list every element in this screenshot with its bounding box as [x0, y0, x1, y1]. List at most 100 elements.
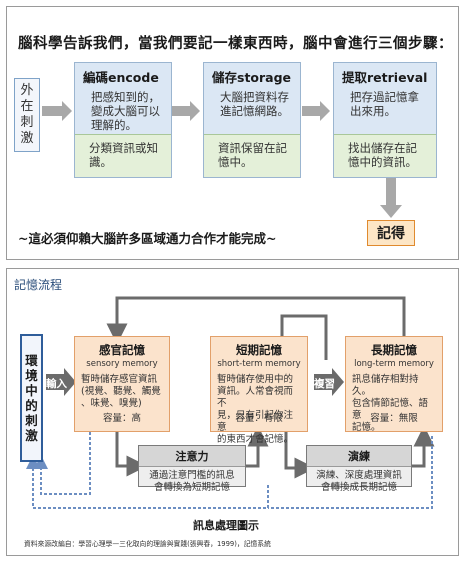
stage-encode-bottom-line: 識。 [89, 155, 112, 169]
environment-char: 刺 [25, 413, 38, 428]
stage-storage: 儲存storage 大腦把資料存 進記憶網路。 資訊保留在記 憶中。 [203, 62, 301, 178]
external-stimulus-char: 外 [20, 83, 34, 98]
long-term-memory-box: 長期記憶 long-term memory 訊息儲存相對持久。 包含情節記憶、語… [345, 336, 443, 434]
sensory-memory-desc-line: 、味覺、嗅覺) [81, 398, 142, 409]
long-term-memory-desc-line: 包含情節記憶、語意 [352, 398, 429, 421]
loop-longterm-to-sensory [106, 296, 406, 345]
stage-encode-desc-line: 變成大腦可以 [91, 104, 160, 118]
external-stimulus-box: 外 在 刺 激 [14, 78, 40, 152]
stage-retrieval-desc: 把存過記憶拿 出來用。 [334, 88, 436, 118]
environment-char: 激 [25, 428, 38, 443]
short-term-memory-capacity: 容量：有限 [235, 413, 283, 424]
short-term-memory-desc-line: 暫時儲存使用中的 [217, 374, 294, 385]
stage-encode-desc-line: 把感知到的， [91, 90, 160, 104]
stage-encode-desc: 把感知到的， 變成大腦可以 理解的。 [75, 88, 171, 132]
stage-storage-desc-line: 大腦把資料存 [220, 90, 289, 104]
diagram-caption: 訊息處理圖示 [193, 519, 259, 532]
dotted-feedback-longterm [268, 436, 433, 509]
environment-char: 的 [25, 398, 38, 413]
arrow-storage-to-retrieval [302, 101, 330, 121]
stage-encode-desc-line: 理解的。 [91, 118, 137, 132]
rehearse-arrow [314, 368, 344, 396]
stage-storage-top: 儲存storage 大腦把資料存 進記憶網路。 [204, 63, 300, 137]
rehearsal-desc-line: 演練、深度處理資訊 [316, 470, 402, 481]
sensory-memory-desc-line: (視覺、聽覺、觸覺 [81, 386, 161, 397]
short-term-memory-desc: 暫時儲存使用中的 資訊。人常會視而不 見，只有引起你注意 的東西才會記憶。 [211, 374, 307, 446]
rehearsal-title: 演練 [307, 446, 411, 467]
collaboration-note: ~這必須仰賴大腦許多區域通力合作才能完成~ [18, 231, 277, 246]
stage-retrieval-top: 提取retrieval 把存過記憶拿 出來用。 [334, 63, 436, 137]
rehearse-label: 複習 [314, 378, 335, 390]
stage-retrieval-bottom-desc: 找出儲存在記 憶中的資訊。 [334, 135, 436, 169]
long-term-memory-capacity: 容量：無限 [370, 413, 418, 424]
short-term-memory-subtitle: short-term memory [217, 359, 301, 369]
arrow-retrieval-to-remember [380, 178, 402, 218]
dotted-feedback-shortterm [26, 455, 269, 509]
stage-encode-top: 編碼encode 把感知到的， 變成大腦可以 理解的。 [75, 63, 171, 137]
arrow-rehearse-to-longterm [412, 425, 435, 468]
arrow-attention-to-shortterm [246, 425, 269, 468]
environment-stimulus-box: 環 境 中 的 刺 激 [20, 334, 43, 462]
stage-storage-title: 儲存storage [212, 70, 292, 85]
stage-encode-bottom: 分類資訊或知 識。 [75, 134, 171, 177]
dotted-feedback-sensory [34, 432, 91, 495]
stage-encode-bottom-line: 分類資訊或知 [89, 141, 158, 155]
stage-retrieval-bottom-line: 憶中的資訊。 [348, 155, 417, 169]
short-term-memory-box: 短期記憶 short-term memory 暫時儲存使用中的 資訊。人常會視而… [210, 336, 308, 445]
sensory-memory-capacity: 容量：高 [102, 413, 141, 424]
stage-storage-desc-line: 進記憶網路。 [220, 104, 289, 118]
external-stimulus-char: 激 [20, 131, 34, 146]
arrow-encode-to-storage [172, 101, 200, 121]
long-term-memory-desc-line: 記憶。 [352, 422, 381, 433]
stage-retrieval-bottom-line: 找出儲存在記 [348, 141, 417, 155]
remember-result-box: 記得 [367, 220, 415, 246]
short-term-memory-desc-line: 的東西才會記憶。 [217, 434, 294, 445]
long-term-memory-subtitle: long-term memory [354, 359, 434, 369]
stage-retrieval-title: 提取retrieval [342, 70, 428, 85]
attention-desc-line: 會轉換為短期記憶 [153, 482, 230, 493]
attention-title: 注意力 [139, 446, 245, 467]
arrow-stimulus-to-encode [42, 101, 72, 121]
stage-storage-bottom: 資訊保留在記 憶中。 [204, 134, 300, 177]
input-label: 輸入 [46, 378, 67, 390]
long-term-memory-desc: 訊息儲存相對持久。 包含情節記憶、語意 記憶。 [346, 374, 442, 434]
long-term-memory-title: 長期記憶 [371, 343, 417, 357]
sensory-memory-desc: 暫時儲存感官資訊 (視覺、聽覺、觸覺 、味覺、嗅覺) [75, 374, 169, 410]
sensory-memory-title: 感官記憶 [99, 343, 145, 357]
external-stimulus-char: 在 [20, 99, 34, 114]
arrow-shortterm-to-rehearse [284, 432, 316, 479]
rehearsal-desc-line: 會轉換成長期記憶 [320, 482, 397, 493]
stage-retrieval-desc-line: 把存過記憶拿 [350, 90, 419, 104]
stage-encode-bottom-desc: 分類資訊或知 識。 [75, 135, 171, 169]
attention-desc-line: 通過注意門檻的訊息 [149, 470, 235, 481]
sensory-memory-box: 感官記憶 sensory memory 暫時儲存感官資訊 (視覺、聽覺、觸覺 、… [74, 336, 170, 432]
stage-storage-bottom-line: 憶中。 [218, 155, 253, 169]
source-note: 資料來源改編自：學習心理學—三化取向的理論與實踐(張興春，1999)，記憶系統 [24, 540, 271, 548]
sensory-memory-subtitle: sensory memory [86, 359, 158, 369]
attention-box: 注意力 通過注意門檻的訊息 會轉換為短期記憶 [138, 445, 246, 493]
rehearsal-desc: 演練、深度處理資訊 會轉換成長期記憶 [307, 467, 411, 497]
loop-shortterm-top [280, 314, 328, 360]
stage-encode-title: 編碼encode [83, 70, 159, 85]
external-stimulus-char: 刺 [20, 115, 34, 130]
environment-char: 境 [25, 368, 38, 383]
stage-storage-bottom-desc: 資訊保留在記 憶中。 [204, 135, 300, 169]
stage-retrieval-desc-line: 出來用。 [350, 104, 396, 118]
stage-encode: 編碼encode 把感知到的， 變成大腦可以 理解的。 分類資訊或知 識。 [74, 62, 172, 178]
stage-storage-bottom-line: 資訊保留在記 [218, 141, 287, 155]
long-term-memory-desc-line: 訊息儲存相對持久。 [352, 374, 419, 397]
input-arrow [46, 368, 76, 396]
stage-storage-desc: 大腦把資料存 進記憶網路。 [204, 88, 300, 118]
sensory-memory-desc-line: 暫時儲存感官資訊 [81, 374, 158, 385]
arrow-sensory-to-attention [115, 432, 148, 477]
memory-steps-title: 腦科學告訴我們，當我們要記一樣東西時，腦中會進行三個步驟： [18, 36, 453, 52]
rehearsal-box: 演練 演練、深度處理資訊 會轉換成長期記憶 [306, 445, 412, 493]
short-term-memory-desc-line: 資訊。人常會視而不 [217, 386, 294, 409]
short-term-memory-title: 短期記憶 [236, 343, 282, 357]
short-term-memory-desc-line: 見，只有引起你注意 [217, 410, 294, 433]
stage-retrieval: 提取retrieval 把存過記憶拿 出來用。 找出儲存在記 憶中的資訊。 [333, 62, 437, 178]
top-arrows [42, 101, 402, 218]
attention-desc: 通過注意門檻的訊息 會轉換為短期記憶 [139, 467, 245, 497]
environment-char: 環 [25, 353, 38, 368]
